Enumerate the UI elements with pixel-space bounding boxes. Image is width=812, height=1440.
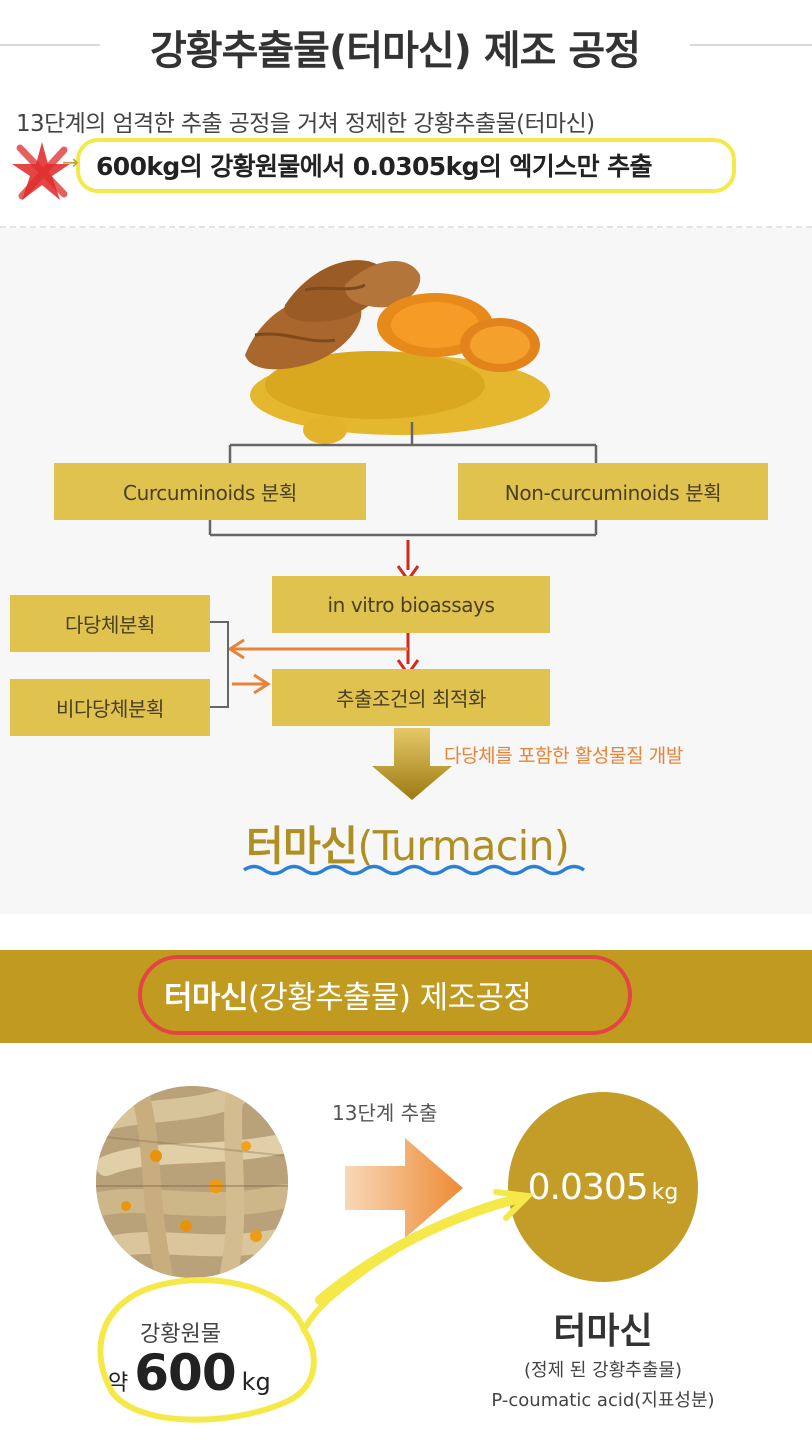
turmacin-result-paren: (Turmacin) (357, 822, 570, 870)
process-arrow-icon (345, 1138, 463, 1238)
polysaccharide-fraction-box: 다당체분획 (10, 595, 210, 652)
page-subtitle: 13단계의 엄격한 추출 공정을 거쳐 정제한 강황추출물(터마신) (16, 111, 595, 137)
pointer-arrow-icon: → (62, 150, 79, 174)
red-circle-annotation (138, 955, 632, 1035)
yellow-annotation-loop (97, 1189, 535, 1423)
page-title: 강황추출물(터마신) 제조 공정 (149, 28, 641, 74)
curcuminoids-fraction-box: Curcuminoids 분획 (54, 463, 366, 520)
result-marker-compound: P-coumatic acid(지표성분) (491, 1390, 715, 1411)
turmeric-illustration (245, 260, 550, 444)
section-band-title: 터마신(강황추출물) 제조공정 (164, 972, 532, 1017)
non-curcuminoids-fraction-box: Non-curcuminoids 분획 (458, 463, 768, 520)
band-title-rest: (강황추출물) 제조공정 (247, 980, 532, 1016)
extraction-highlight: 600kg의 강황원물에서 0.0305kg의 엑기스만 추출 (96, 152, 653, 181)
output-unit: kg (651, 1179, 679, 1205)
extraction-optimization-box: 추출조건의 최적화 (272, 669, 550, 726)
step-count-label: 13단계 추출 (332, 1101, 438, 1125)
in-vitro-bioassay-box: in vitro bioassays (272, 576, 550, 633)
raw-material-label: 강황원물 (140, 1322, 221, 1347)
blue-underline-annotation (242, 864, 586, 876)
header-divider-right (690, 44, 812, 46)
raw-amount-unit: kg (241, 1368, 271, 1396)
header-divider-left (0, 44, 100, 46)
raw-amount-value: 600 (134, 1344, 236, 1402)
red-star-annotation (12, 142, 70, 200)
turmacin-result-bold: 터마신 (246, 822, 358, 870)
active-substance-note: 다당체를 포함한 활성물질 개발 (444, 745, 683, 767)
result-description: (정제 된 강황추출물) (524, 1360, 682, 1381)
highlight-annotation (76, 138, 736, 193)
band-title-bold: 터마신 (164, 980, 248, 1016)
non-polysaccharide-fraction-box: 비다당체분획 (10, 679, 210, 736)
output-value: 0.0305 (527, 1166, 649, 1208)
section-band (0, 950, 812, 1043)
turmacin-result: 터마신(Turmacin) (246, 812, 570, 872)
raw-turmeric-photo (96, 1086, 288, 1278)
dotted-divider (0, 226, 812, 228)
result-product-name: 터마신 (553, 1311, 653, 1352)
raw-amount-approx: 약 (108, 1371, 129, 1396)
